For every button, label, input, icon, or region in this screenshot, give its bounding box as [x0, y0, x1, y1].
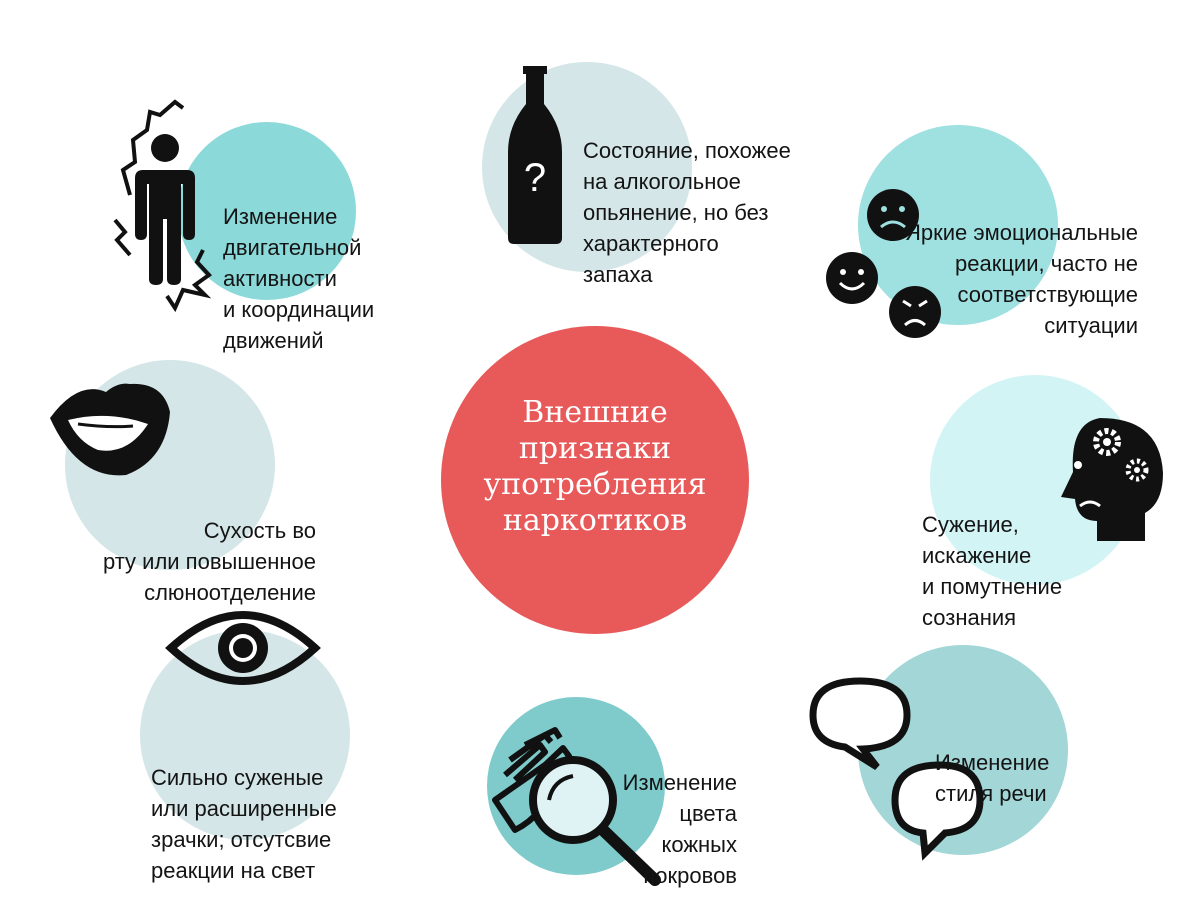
- caption-line: покровов: [643, 863, 737, 888]
- caption-line: кожных: [661, 832, 737, 857]
- caption-line: Сухость во: [203, 518, 316, 543]
- caption-line: рту или повышенное: [102, 549, 316, 574]
- caption-line: Изменение: [223, 204, 338, 229]
- caption-line: стиля речи: [935, 781, 1047, 806]
- lips-icon: [50, 383, 170, 476]
- bottle-question-icon: ?: [508, 66, 562, 244]
- motor-text: Изменение двигательной активности и координ…: [223, 139, 374, 418]
- center-circle: [441, 326, 749, 634]
- eye-icon: [165, 611, 321, 685]
- caption-line: движений: [223, 328, 324, 353]
- consciousness-text: Сужение, искажение и помутнение сознания: [922, 447, 1062, 695]
- alcohol-text: Состояние, похожее на алкогольное опьянени…: [583, 73, 791, 352]
- caption-line: и координации: [223, 297, 375, 322]
- caption-line: реакции на свет: [151, 858, 316, 883]
- speech-bubbles-icon: [809, 677, 984, 861]
- caption-line: зрачки; отсутсвие: [151, 827, 332, 852]
- caption-line: искажение: [922, 543, 1032, 568]
- pupils-text: Сильно суженые или расширенные зрачки; отс…: [151, 700, 337, 908]
- caption-line: Состояние, похожее: [583, 138, 791, 163]
- caption-line: Яркие эмоциональные: [905, 220, 1138, 245]
- head-gears-icon: [1061, 418, 1163, 541]
- emotion-faces-icon: [826, 189, 941, 338]
- caption-line: ситуации: [1044, 313, 1138, 338]
- caption-line: слюноотделение: [144, 580, 316, 605]
- mouth-text: Сухость во рту или повышенное слюноотделен…: [60, 453, 316, 670]
- caption-line: сознания: [922, 605, 1017, 630]
- caption-line: активности: [223, 266, 337, 291]
- caption-line: Сужение,: [922, 512, 1019, 537]
- caption-line: Изменение: [622, 770, 737, 795]
- title-line: употребления: [483, 467, 707, 502]
- title-line: Внешние: [522, 395, 668, 430]
- caption-line: на алкогольное: [583, 169, 741, 194]
- speech-text: Изменение стиля речи: [935, 685, 1049, 871]
- caption-line: опьянение, но без: [583, 200, 769, 225]
- caption-line: Сильно суженые: [151, 765, 324, 790]
- caption-line: или расширенные: [151, 796, 337, 821]
- hand-magnifier-icon: [492, 727, 661, 886]
- caption-line: и помутнение: [922, 574, 1063, 599]
- caption-line: соответствующие: [957, 282, 1139, 307]
- svg-text:?: ?: [524, 156, 546, 200]
- caption-line: цвета: [679, 801, 737, 826]
- caption-line: двигательной: [223, 235, 362, 260]
- title-line: признаки: [518, 431, 672, 466]
- caption-line: реакции, часто не: [955, 251, 1138, 276]
- skin-text: Изменение цвета кожных покровов: [545, 705, 737, 908]
- title-line: наркотиков: [502, 503, 688, 538]
- emotions-text: Яркие эмоциональные реакции, часто не соот…: [876, 155, 1138, 403]
- caption-line: Изменение: [935, 750, 1050, 775]
- caption-line: запаха: [583, 262, 653, 287]
- trembling-person-icon: [113, 99, 213, 313]
- caption-line: характерного: [583, 231, 719, 256]
- circle-motor: [178, 122, 356, 300]
